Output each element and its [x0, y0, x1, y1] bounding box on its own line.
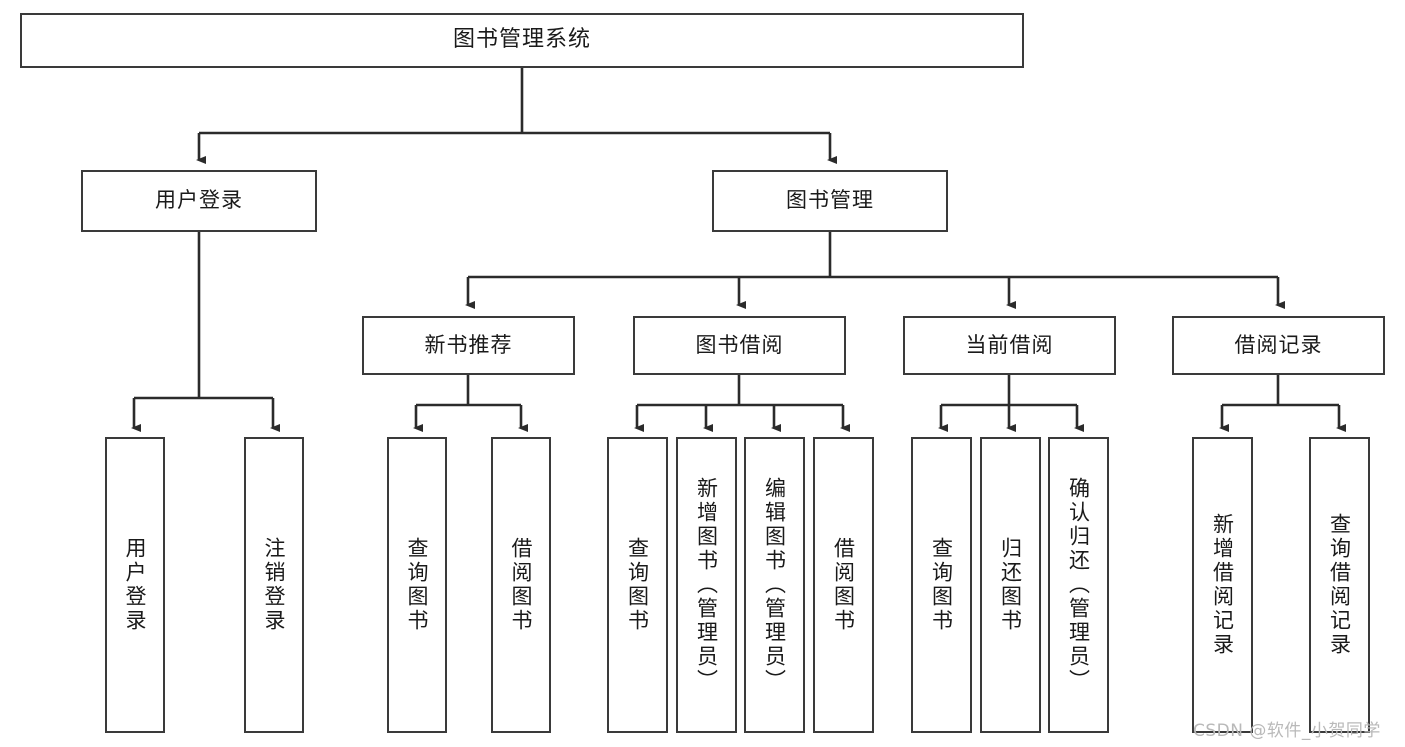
node-leaf-currentborrow-return-book[interactable]: 归还图书 [980, 437, 1041, 733]
node-root-label: 图书管理系统 [452, 27, 591, 53]
node-leaf-label: 用户登录 [123, 537, 148, 633]
node-leaf-label: 编辑图书（管理员） [762, 477, 787, 693]
node-leaf-bookborrow-edit-book-admin[interactable]: 编辑图书（管理员） [744, 437, 805, 733]
node-leaf-label: 查询图书 [405, 537, 430, 633]
node-leaf-user-login-signin[interactable]: 用户登录 [105, 437, 165, 733]
node-borrow-record-label: 借阅记录 [1234, 332, 1323, 357]
node-new-book-recommend-label: 新书推荐 [424, 332, 513, 357]
node-leaf-label: 查询图书 [625, 537, 650, 633]
node-leaf-borrowrecord-query-record[interactable]: 查询借阅记录 [1309, 437, 1370, 733]
node-borrow-record[interactable]: 借阅记录 [1172, 316, 1385, 375]
node-user-login[interactable]: 用户登录 [81, 170, 317, 232]
node-book-borrow[interactable]: 图书借阅 [633, 316, 846, 375]
node-user-login-label: 用户登录 [155, 188, 243, 213]
node-leaf-label: 查询图书 [929, 537, 954, 633]
node-book-borrow-label: 图书借阅 [695, 332, 784, 357]
node-leaf-bookborrow-borrow-book[interactable]: 借阅图书 [813, 437, 874, 733]
node-book-management-label: 图书管理 [786, 188, 874, 213]
node-leaf-user-login-signout[interactable]: 注销登录 [244, 437, 304, 733]
node-book-management[interactable]: 图书管理 [712, 170, 948, 232]
node-leaf-newbook-borrow-book[interactable]: 借阅图书 [491, 437, 551, 733]
node-leaf-label: 确认归还（管理员） [1066, 477, 1091, 693]
node-leaf-label: 借阅图书 [831, 537, 856, 633]
node-leaf-label: 归还图书 [998, 537, 1023, 633]
node-new-book-recommend[interactable]: 新书推荐 [362, 316, 575, 375]
node-leaf-label: 借阅图书 [509, 537, 534, 633]
node-root-system[interactable]: 图书管理系统 [20, 13, 1024, 68]
node-leaf-label: 新增借阅记录 [1210, 513, 1235, 657]
node-current-borrow-label: 当前借阅 [965, 332, 1054, 357]
node-leaf-borrowrecord-add-record[interactable]: 新增借阅记录 [1192, 437, 1253, 733]
node-leaf-bookborrow-query-book[interactable]: 查询图书 [607, 437, 668, 733]
node-leaf-currentborrow-confirm-return-admin[interactable]: 确认归还（管理员） [1048, 437, 1109, 733]
node-leaf-newbook-query-book[interactable]: 查询图书 [387, 437, 447, 733]
node-current-borrow[interactable]: 当前借阅 [903, 316, 1116, 375]
node-leaf-label: 新增图书（管理员） [694, 477, 719, 693]
csdn-watermark: CSDN @软件_小贺同学 [1193, 716, 1381, 741]
csdn-watermark-text: CSDN @软件_小贺同学 [1193, 721, 1381, 741]
node-leaf-bookborrow-add-book-admin[interactable]: 新增图书（管理员） [676, 437, 737, 733]
node-leaf-currentborrow-query-book[interactable]: 查询图书 [911, 437, 972, 733]
node-leaf-label: 查询借阅记录 [1327, 513, 1352, 657]
node-leaf-label: 注销登录 [262, 537, 287, 633]
